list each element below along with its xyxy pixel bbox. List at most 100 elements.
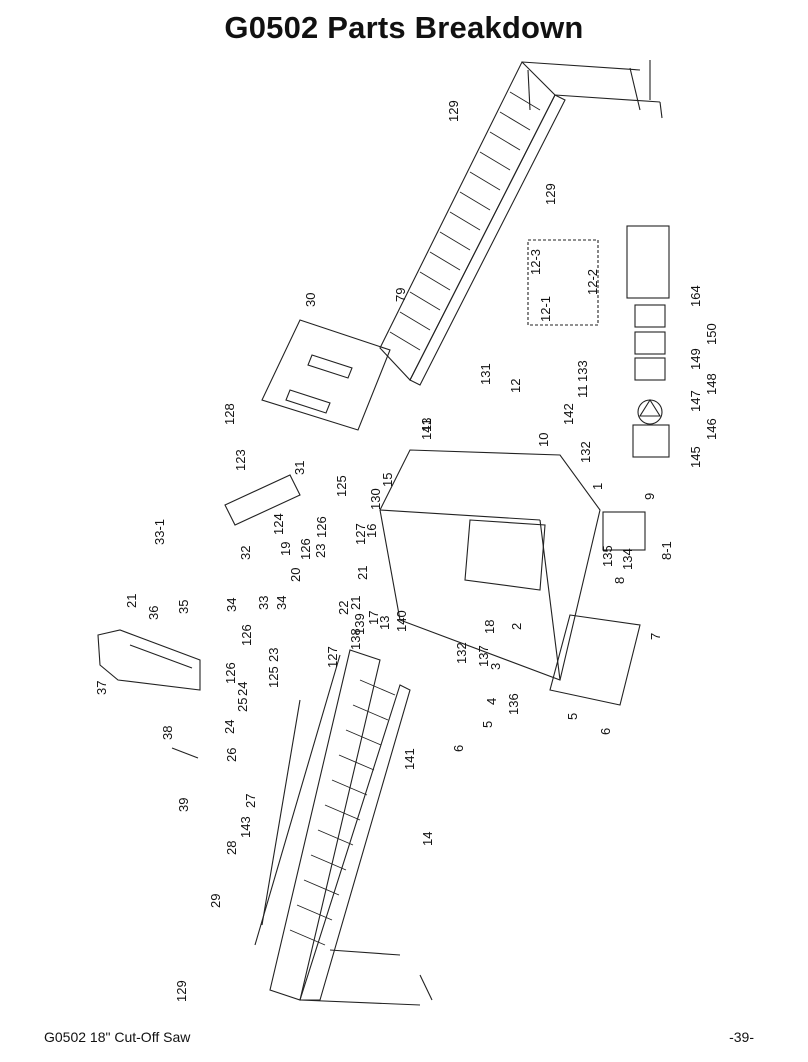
- callout: 142: [561, 403, 576, 425]
- callout: 38: [160, 726, 175, 740]
- page-title: G0502 Parts Breakdown: [224, 10, 584, 45]
- callout: 134: [620, 548, 635, 570]
- callout: 36: [146, 606, 161, 620]
- callout: 35: [176, 600, 191, 614]
- callout: 124: [271, 513, 286, 535]
- callout: 8-1: [659, 541, 674, 560]
- callout: 133: [575, 360, 590, 382]
- callout: 29: [208, 894, 223, 908]
- lock-handle: [171, 747, 199, 759]
- callout: 28: [224, 841, 239, 855]
- callout: 138: [348, 628, 363, 650]
- callout: 34: [224, 598, 239, 612]
- callout: 145: [688, 446, 703, 468]
- callout: 14: [420, 832, 435, 846]
- callout: 39: [176, 798, 191, 812]
- callout: 164: [688, 285, 703, 307]
- callout: 9: [642, 493, 657, 500]
- callout: 137: [476, 645, 491, 667]
- callout: 132: [454, 642, 469, 664]
- callout: 33: [256, 596, 271, 610]
- callout: 12-2: [585, 269, 600, 295]
- callout: 18: [482, 620, 497, 634]
- callout: 5: [565, 713, 580, 720]
- callout: 148: [704, 373, 719, 395]
- callout: 4: [484, 698, 499, 705]
- callout: 3: [488, 663, 503, 670]
- front-panel: [549, 614, 641, 706]
- callout: 8: [612, 577, 627, 584]
- callout: 20: [288, 568, 303, 582]
- callout: 129: [174, 980, 189, 1002]
- callout: 26: [224, 748, 239, 762]
- callout: 10: [536, 433, 551, 447]
- callout: 23: [266, 648, 281, 662]
- callout: 2: [509, 623, 524, 630]
- side-panel: [261, 319, 391, 431]
- upper-roller-table: [379, 60, 663, 386]
- callout: 37: [94, 681, 109, 695]
- cabinet: [379, 449, 601, 681]
- callout: 21: [348, 596, 363, 610]
- switch-parts-box: [527, 239, 599, 326]
- callout: 23: [313, 544, 328, 558]
- callout: 141: [419, 418, 434, 440]
- callout: 130: [368, 488, 383, 510]
- blade-guard-housing: [97, 629, 201, 691]
- callout-labels: 129 129 129 79 30 128 12-3 12-2 12-1 164…: [94, 100, 719, 1002]
- callout: 136: [506, 693, 521, 715]
- callout: 140: [394, 610, 409, 632]
- motor-box: [602, 511, 646, 551]
- fence-rail: [254, 654, 341, 946]
- fence-rail-lower: [261, 699, 301, 926]
- callout: 30: [303, 293, 318, 307]
- callout: 132: [578, 441, 593, 463]
- callout: 150: [704, 323, 719, 345]
- callout: 33-1: [152, 519, 167, 545]
- callout: 147: [688, 390, 703, 412]
- callout: 126: [298, 538, 313, 560]
- callout: 127: [325, 646, 340, 668]
- hydraulic-cylinder: [224, 474, 301, 526]
- callout: 6: [451, 745, 466, 752]
- callout: 123: [233, 449, 248, 471]
- callout: 6: [598, 728, 613, 735]
- callout: 31: [292, 461, 307, 475]
- callout: 19: [278, 542, 293, 556]
- callout: 12-1: [538, 296, 553, 322]
- lower-roller-table: [269, 649, 433, 1006]
- callout: 24: [235, 682, 250, 696]
- callout: 126: [314, 516, 329, 538]
- callout: 129: [446, 100, 461, 122]
- footer-model: G0502 18" Cut-Off Saw: [44, 1029, 191, 1045]
- callout: 21: [124, 594, 139, 608]
- callout: 141: [402, 748, 417, 770]
- callout: 1: [590, 483, 605, 490]
- callout: 135: [600, 545, 615, 567]
- callout: 125: [334, 475, 349, 497]
- footer-page-number: -39-: [729, 1029, 754, 1045]
- callout: 15: [380, 473, 395, 487]
- callout: 32: [238, 546, 253, 560]
- callout: 25: [235, 698, 250, 712]
- callout: 131: [478, 363, 493, 385]
- callout: 21: [355, 566, 370, 580]
- callout: 139: [352, 613, 367, 635]
- callout: 17: [366, 611, 381, 625]
- callout: 143: [238, 816, 253, 838]
- callout: 126: [223, 662, 238, 684]
- warning-decals: [626, 225, 670, 458]
- callout: 34: [274, 596, 289, 610]
- callout: 22: [336, 601, 351, 615]
- callout: 24: [222, 720, 237, 734]
- callout: 146: [704, 418, 719, 440]
- callout: 13: [377, 616, 392, 630]
- callout: 126: [239, 624, 254, 646]
- callout: 16: [364, 524, 379, 538]
- callout: 27: [243, 794, 258, 808]
- callout: 7: [648, 633, 663, 640]
- callout: 129: [543, 183, 558, 205]
- callout: 5: [480, 721, 495, 728]
- callout: 79: [393, 288, 408, 302]
